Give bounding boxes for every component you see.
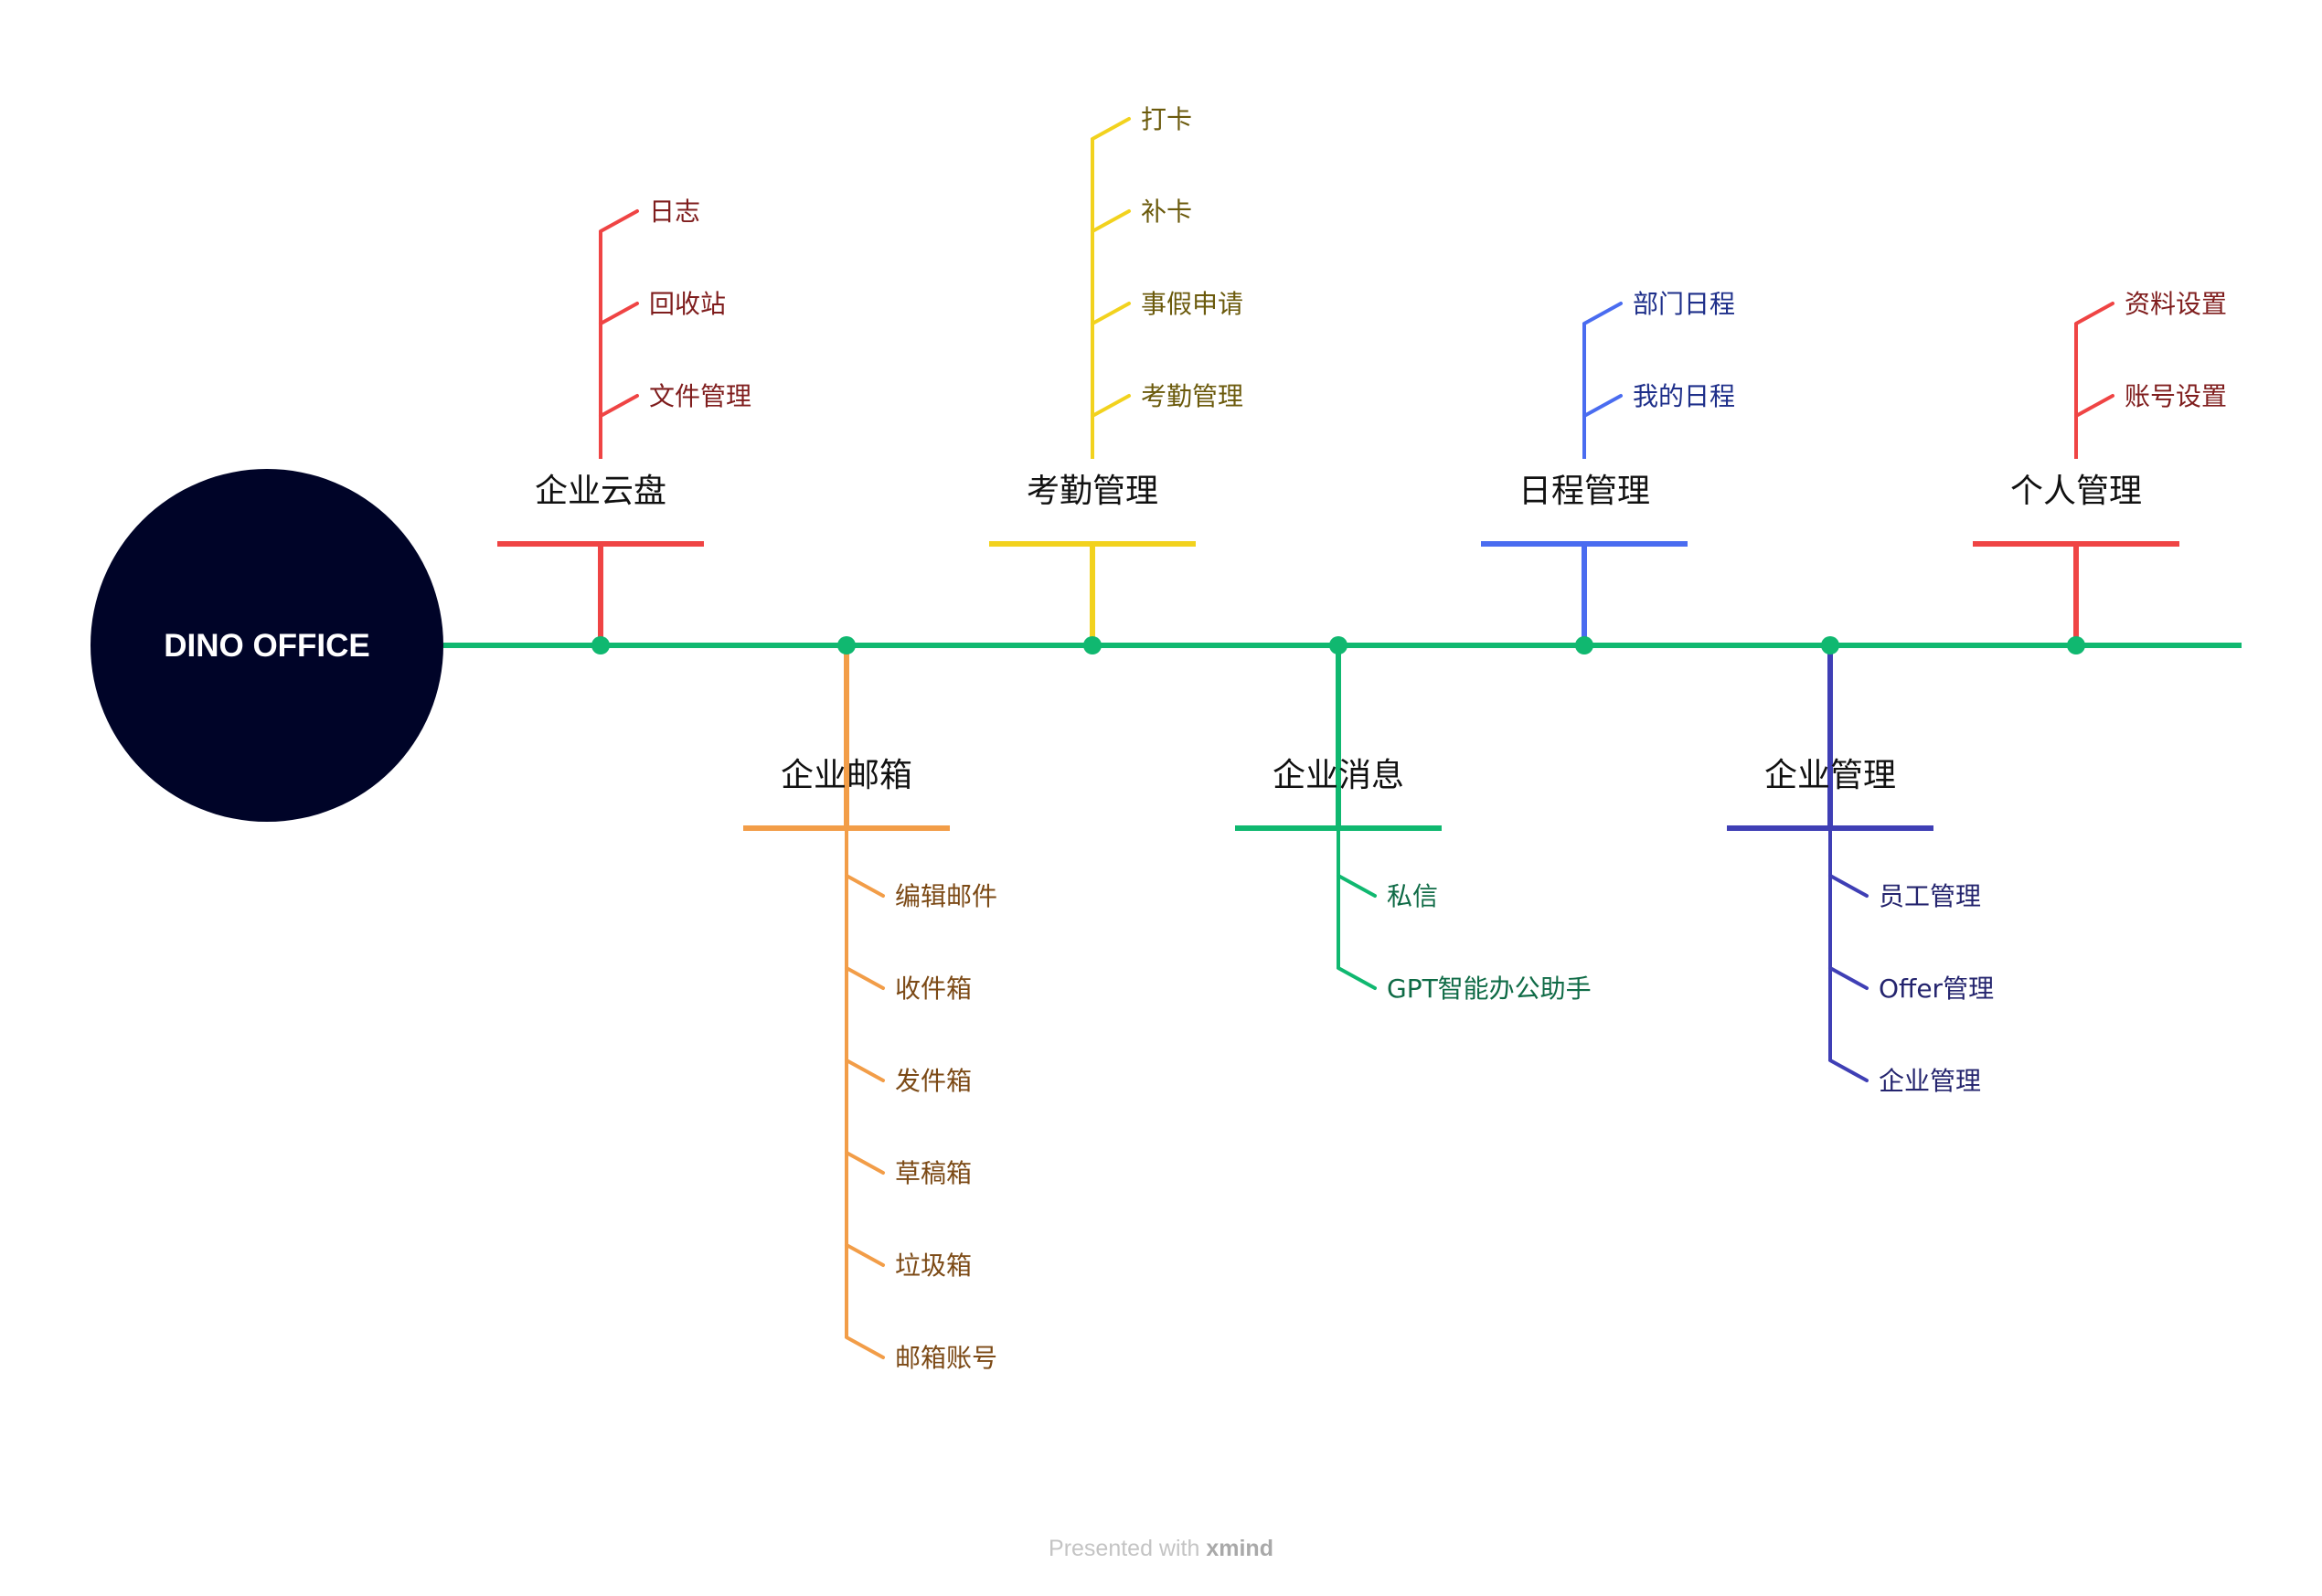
junction-dot-attendance [1083,636,1102,654]
child-connector-mail-3 [845,1151,885,1175]
child-connector-enterprise-0 [1828,874,1869,898]
child-connector-mail-1 [845,966,885,990]
child-connector-cloud-2 [599,394,639,418]
child-connector-cloud-1 [599,302,639,325]
junction-dot-personal [2067,636,2085,654]
junction-dot-cloud [591,636,610,654]
subtopic-label: 部门日程 [1633,289,1735,319]
child-connector-cloud-0 [599,209,639,233]
topic-label-message: 企业消息 [1273,757,1404,794]
topic-label-schedule: 日程管理 [1518,473,1650,510]
child-connector-personal-1 [2074,394,2114,418]
subtopic-label: 事假申请 [1141,289,1243,319]
topic-label-mail: 企业邮箱 [781,757,912,794]
subtopic-label: 日志 [649,197,700,227]
child-connector-mail-5 [845,1335,885,1359]
subtopic-label: 私信 [1387,881,1438,911]
subtopic-label: 垃圾箱 [895,1250,972,1281]
subtopic-label: 文件管理 [649,381,751,411]
xmind-logo: xmind [1206,1536,1273,1561]
child-connector-message-0 [1337,874,1377,898]
subtopic-label: 邮箱账号 [895,1343,997,1373]
subtopic-label: 草稿箱 [895,1158,972,1188]
subtopic-label: 账号设置 [2125,381,2227,411]
subtopic-label: 收件箱 [895,974,972,1004]
child-connector-attendance-2 [1091,302,1131,325]
subtopic-label: 补卡 [1141,197,1192,227]
subtopic-label: Offer管理 [1879,974,1994,1004]
central-node [91,469,443,822]
subtopic-label: 资料设置 [2125,289,2227,319]
child-connector-mail-0 [845,874,885,898]
subtopic-label: 编辑邮件 [895,881,997,911]
child-connector-mail-2 [845,1059,885,1082]
child-connector-personal-0 [2074,302,2114,325]
subtopic-label: 企业管理 [1879,1066,1981,1096]
child-connector-schedule-1 [1582,394,1623,418]
junction-dot-mail [837,636,856,654]
child-connector-message-1 [1337,966,1377,990]
child-connector-attendance-0 [1091,117,1131,141]
subtopic-label: 发件箱 [895,1066,972,1096]
footer-prefix: Presented with [1049,1536,1200,1561]
child-connector-attendance-1 [1091,209,1131,233]
child-connector-attendance-3 [1091,394,1131,418]
subtopic-label: GPT智能办公助手 [1387,974,1592,1004]
junction-dot-schedule [1575,636,1593,654]
child-connector-enterprise-2 [1828,1059,1869,1082]
topic-label-cloud: 企业云盘 [535,473,666,510]
central-node-label: DINO OFFICE [164,628,370,664]
child-connector-schedule-0 [1582,302,1623,325]
child-connector-mail-4 [845,1243,885,1267]
subtopic-label: 员工管理 [1879,881,1981,911]
footer-credit: Presented with xmind [0,1536,2322,1562]
topic-label-attendance: 考勤管理 [1027,473,1158,510]
child-connector-enterprise-1 [1828,966,1869,990]
subtopic-label: 我的日程 [1633,381,1735,411]
subtopic-label: 打卡 [1141,104,1192,134]
topic-label-enterprise: 企业管理 [1764,757,1896,794]
junction-dot-enterprise [1821,636,1839,654]
topic-label-personal: 个人管理 [2010,473,2142,510]
subtopic-label: 回收站 [649,289,726,319]
subtopic-label: 考勤管理 [1141,381,1243,411]
junction-dot-message [1329,636,1347,654]
